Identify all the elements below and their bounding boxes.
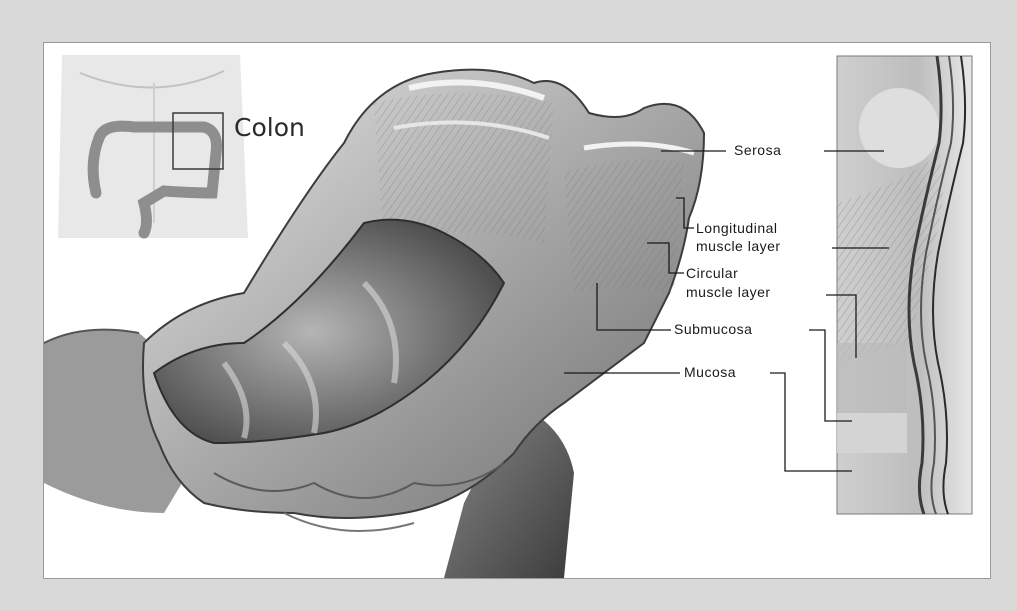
circular-label-line2: muscle layer — [686, 285, 771, 300]
longitudinal-label-line2: muscle layer — [696, 239, 781, 254]
wall-cross-section — [837, 56, 972, 514]
torso-inset — [58, 55, 248, 238]
serosa-label: Serosa — [734, 143, 781, 158]
colon-anatomy-illustration — [44, 43, 990, 578]
inset-colon-label: Colon — [234, 113, 305, 142]
submucosa-label: Submucosa — [674, 322, 752, 337]
illustration-panel: Colon Serosa Longitudinal muscle layer C… — [43, 42, 991, 579]
mucosa-label: Mucosa — [684, 365, 736, 380]
longitudinal-label-line1: Longitudinal — [696, 221, 778, 236]
circular-label-line1: Circular — [686, 266, 738, 281]
